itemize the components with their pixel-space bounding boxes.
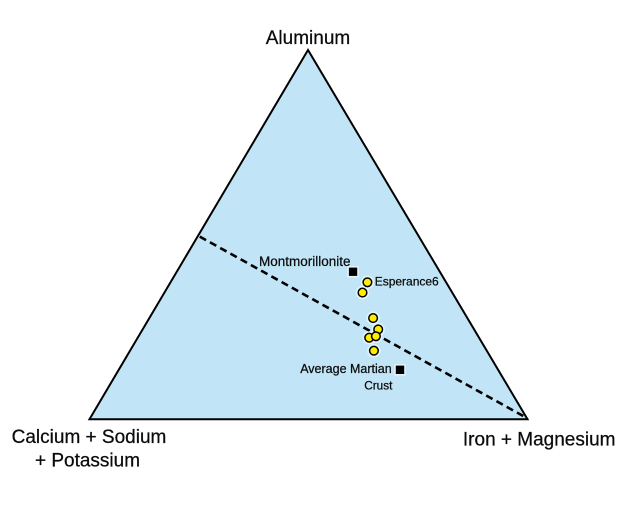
svg-text:Average Martian: Average Martian bbox=[300, 362, 392, 376]
svg-text:Esperance6: Esperance6 bbox=[375, 275, 439, 289]
svg-text:Iron + Magnesium: Iron + Magnesium bbox=[463, 430, 616, 451]
svg-text:Aluminum: Aluminum bbox=[266, 28, 350, 49]
svg-text:Calcium + Sodium: Calcium + Sodium bbox=[12, 427, 167, 448]
svg-text:+ Potassium: + Potassium bbox=[35, 451, 140, 472]
svg-text:Crust: Crust bbox=[364, 378, 393, 392]
svg-text:Montmorillonite: Montmorillonite bbox=[259, 254, 351, 269]
